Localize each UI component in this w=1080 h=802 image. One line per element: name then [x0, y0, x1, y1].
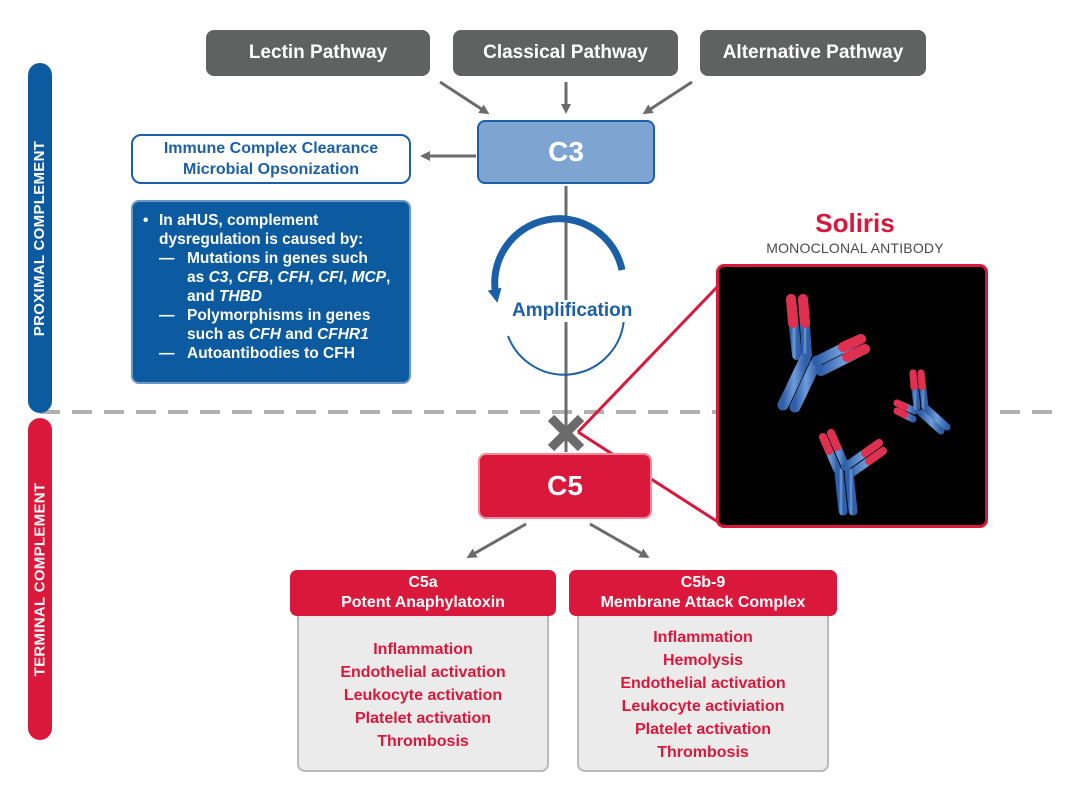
gene-mcp: MCP [351, 269, 387, 286]
arrow-lectin-to-c3 [439, 80, 490, 115]
c5a-effect: Platelet activation [354, 710, 492, 727]
terminal-complement-label: TERMINAL COMPLEMENT [31, 482, 49, 676]
arrow-c5-to-c5a [466, 522, 527, 558]
clearance-line-2: Microbial Opsonization [182, 161, 359, 178]
c5a-effect: Inflammation [373, 641, 473, 658]
amplification-arrow-icon [487, 215, 626, 303]
c5a-header: C5a Potent Anaphylatoxin [290, 570, 556, 616]
lectin-pathway-label: Lectin Pathway [248, 42, 388, 63]
block-x-icon [547, 414, 585, 452]
antibody-bottom-icon [819, 429, 887, 516]
c5b9-header: C5b-9 Membrane Attack Complex [569, 570, 837, 616]
arrow-alternative-to-c3 [642, 80, 693, 115]
info-item1-sep3: , [309, 269, 318, 286]
info-item2-prefix: such as [187, 326, 250, 343]
c5-label: C5 [547, 470, 583, 501]
c5a-effects-box: Inflammation Endothelial activation Leuk… [297, 608, 549, 772]
antibody-molecules-icon [777, 294, 951, 516]
c5a-title: C5a [408, 574, 438, 591]
classical-pathway-box: Classical Pathway [453, 30, 678, 76]
c3-label: C3 [548, 136, 584, 167]
gene-cfi: CFI [317, 269, 343, 286]
c5a-subtitle: Potent Anaphylatoxin [341, 594, 505, 611]
antibody-right-icon [893, 369, 951, 435]
soliris-pointer-line-top [576, 284, 720, 434]
info-item1-prefix: as [187, 269, 209, 286]
info-item2-line-1: Polymorphisms in genes [187, 307, 371, 324]
soliris-subtitle: MONOCLONAL ANTIBODY [766, 240, 944, 256]
c5b9-effects-box: Inflammation Hemolysis Endothelial activ… [577, 608, 829, 772]
info-lead-line-1: In aHUS, complement [159, 212, 319, 229]
c3-node: C3 [477, 120, 655, 184]
clearance-line-1: Immune Complex Clearance [163, 140, 379, 157]
soliris-title: Soliris [815, 208, 895, 238]
c5-node: C5 [478, 453, 652, 519]
gene-cfh: CFH [277, 269, 310, 286]
info-item1-sep2: , [268, 269, 278, 286]
c5b9-effect: Hemolysis [662, 652, 744, 669]
info-item1-line-1: Mutations in genes such [187, 250, 368, 267]
gene-cfb: CFB [237, 269, 269, 286]
gene-thbd: THBD [218, 288, 262, 305]
c5a-effect: Leukocyte activation [343, 687, 503, 704]
info-item2-and: and [280, 326, 318, 343]
alternative-pathway-box: Alternative Pathway [700, 30, 926, 76]
soliris-antibody-image [716, 264, 988, 528]
gene-cfhr1: CFHR1 [317, 326, 369, 343]
info-item-mutations: — Mutations in genes such as C3, CFB, CF… [159, 250, 391, 305]
ahus-info-box: • In aHUS, complement dysregulation is c… [131, 200, 411, 384]
clearance-box: Immune Complex Clearance Microbial Opson… [131, 134, 411, 184]
c5b9-effect: Inflammation [653, 629, 753, 646]
c5b9-effect: Leukocyte activiation [621, 698, 785, 715]
info-item1-sep5: , [386, 269, 391, 286]
info-item3-line: Autoantibodies to CFH [187, 345, 355, 362]
c5b9-title: C5b-9 [680, 574, 726, 591]
proximal-complement-label: PROXIMAL COMPLEMENT [31, 140, 49, 336]
info-lead: • In aHUS, complement dysregulation is c… [143, 212, 364, 248]
amplification-label: Amplification [510, 300, 635, 322]
info-lead-line-2: dysregulation is caused by: [159, 231, 364, 248]
gene-c3: C3 [208, 269, 229, 286]
info-item1-sep1: , [228, 269, 238, 286]
lectin-pathway-box: Lectin Pathway [206, 30, 430, 76]
alternative-pathway-label: Alternative Pathway [722, 42, 904, 63]
c5a-effect: Endothelial activation [340, 664, 506, 681]
info-item1-sep4: , [342, 269, 352, 286]
gene-cfh-poly: CFH [249, 326, 281, 343]
info-item-autoantibodies: — Autoantibodies to CFH [159, 345, 355, 362]
classical-pathway-label: Classical Pathway [483, 42, 648, 63]
proximal-complement-bar: PROXIMAL COMPLEMENT [28, 63, 52, 413]
c5b9-effect: Platelet activation [634, 721, 772, 738]
antibody-large-icon [777, 294, 870, 413]
c5b9-subtitle: Membrane Attack Complex [600, 594, 806, 611]
c5a-effect: Thrombosis [377, 733, 469, 750]
arrow-c5-to-c5b9 [589, 522, 650, 558]
terminal-complement-bar: TERMINAL COMPLEMENT [28, 418, 52, 740]
c5b9-effect: Endothelial activation [620, 675, 786, 692]
c5b9-effect: Thrombosis [657, 744, 749, 761]
info-item-polymorphisms: — Polymorphisms in genes such as CFH and… [159, 307, 371, 343]
amplification-arc-icon [507, 317, 625, 376]
info-item1-and: and [187, 288, 219, 305]
